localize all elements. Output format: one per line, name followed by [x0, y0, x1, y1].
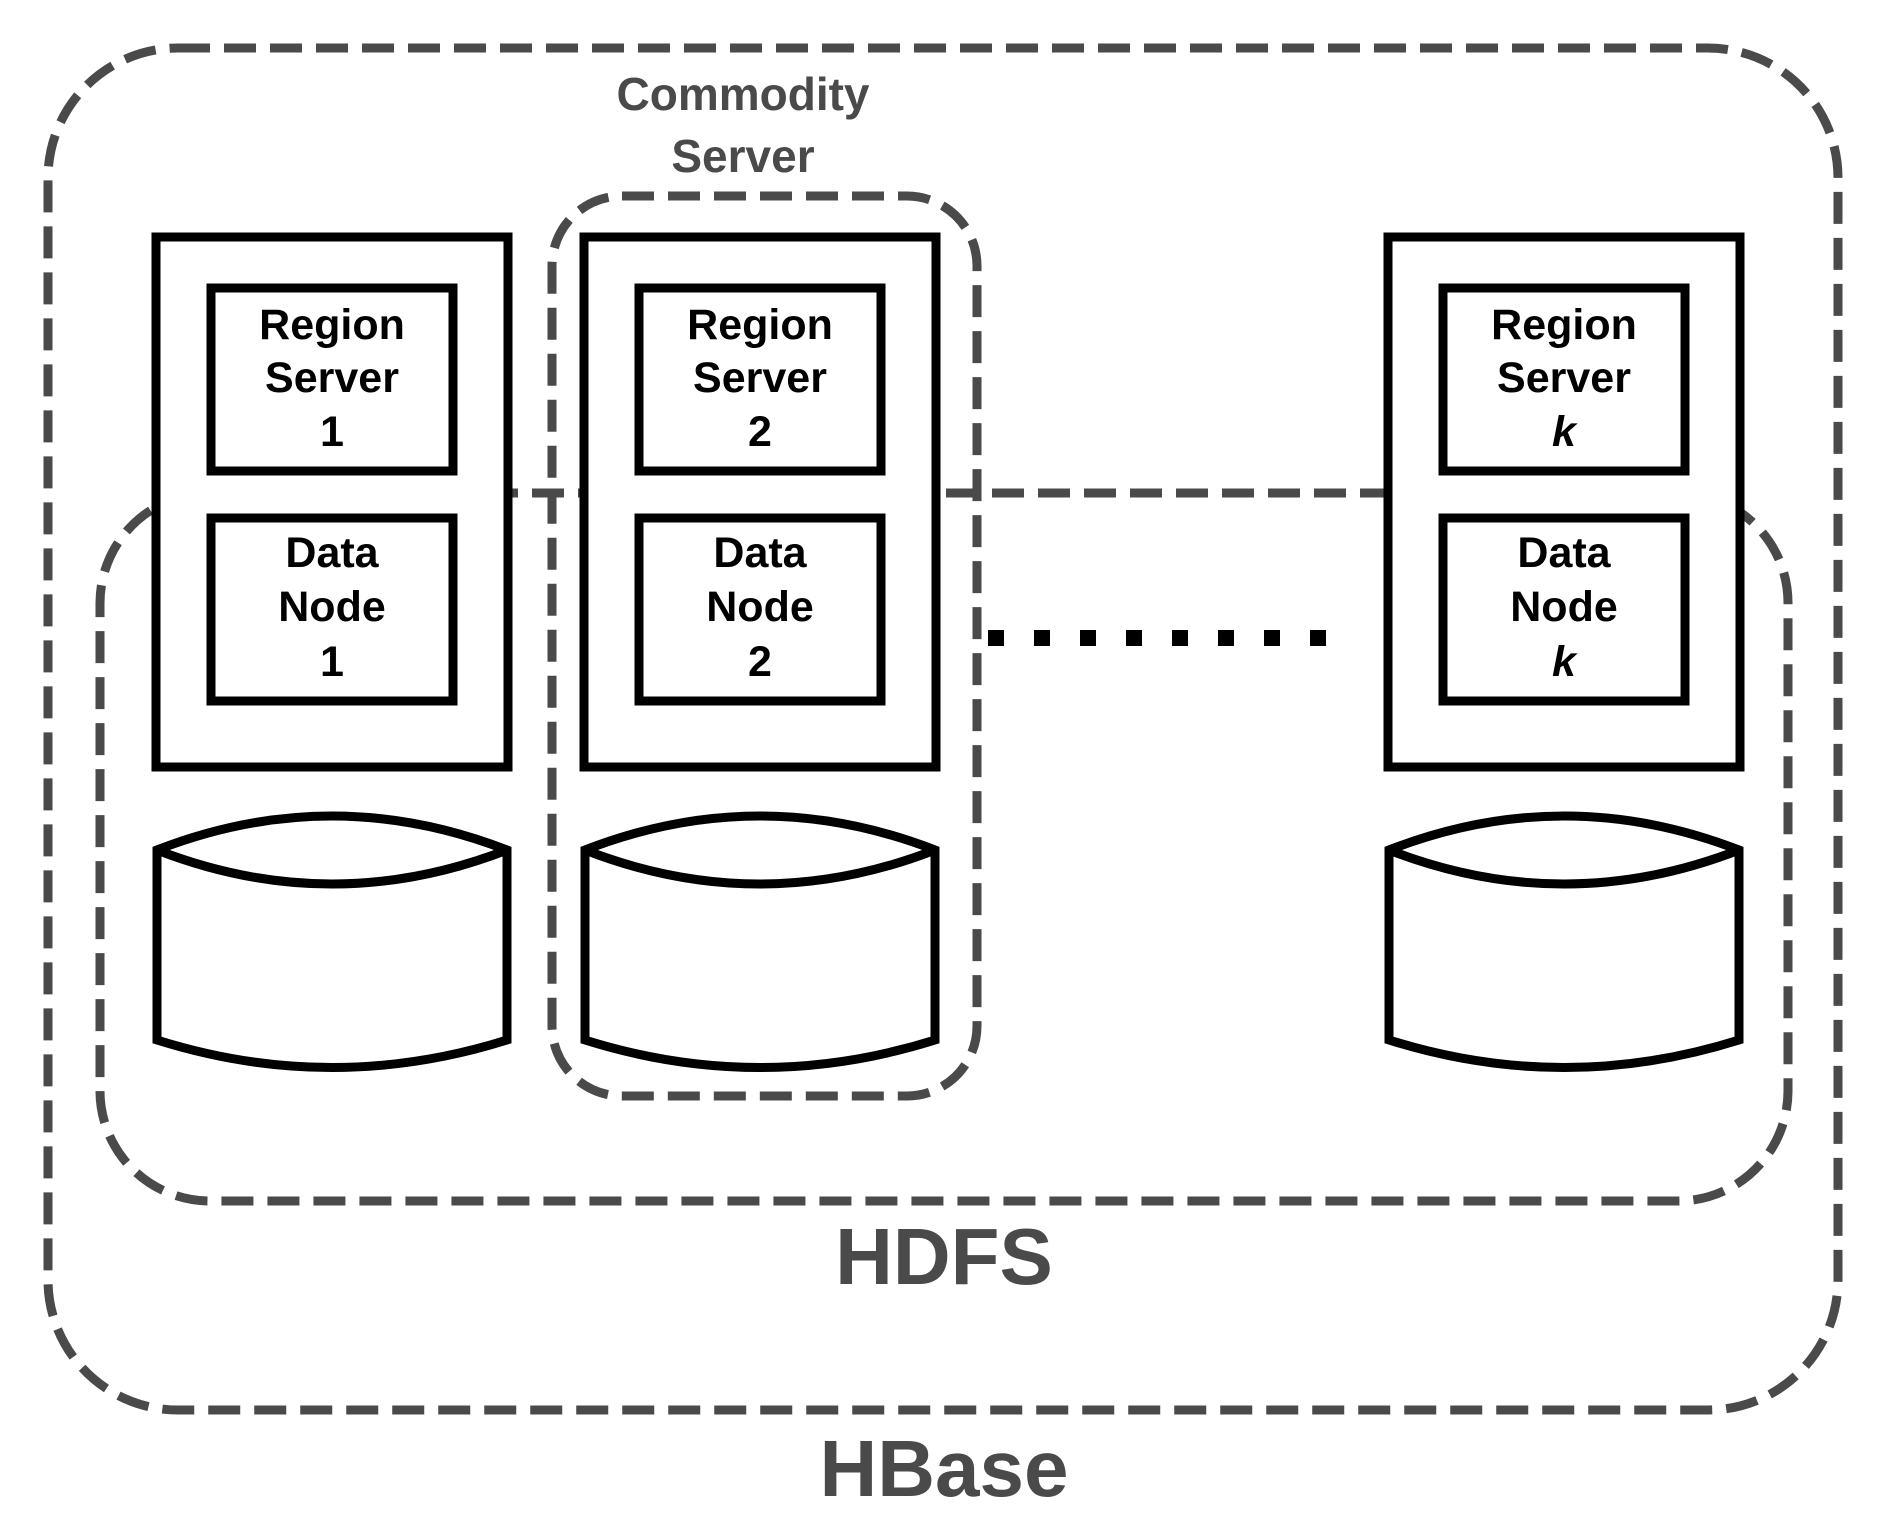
hbase-boundary: [43, 43, 1843, 1415]
data-node-2-label-line2: Node: [706, 583, 814, 631]
commodity-server-label-line2: Server: [671, 130, 814, 182]
data-node-k-box: [1438, 513, 1690, 706]
hdfs-label: HDFS: [835, 1212, 1053, 1301]
server-2: Region Server 2 Data Node 2: [579, 232, 941, 1072]
region-server-1-label-line3: 1: [320, 408, 344, 456]
server-k: Region Server k Data Node k: [1383, 232, 1745, 1072]
hbase-label: HBase: [819, 1424, 1068, 1513]
disk-2-icon: [580, 811, 940, 1072]
data-node-k-label-line2: Node: [1510, 583, 1618, 631]
region-server-2-label-line2: Server: [693, 354, 827, 402]
data-node-2-box: [634, 513, 886, 706]
data-node-1-label-line2: Node: [278, 583, 386, 631]
disk-k-icon: [1384, 811, 1744, 1072]
commodity-server-boundary: [547, 191, 982, 1101]
data-node-2-label-line3: 2: [748, 638, 772, 686]
data-node-2-label-line1: Data: [713, 529, 807, 577]
region-server-2-label-line3: 2: [748, 408, 772, 456]
region-server-k-label-line1: Region: [1491, 301, 1637, 349]
commodity-server-label-line1: Commodity: [617, 68, 870, 120]
region-server-1-label-line1: Region: [259, 301, 405, 349]
data-node-k-label-line1: Data: [1517, 529, 1611, 577]
data-node-1-box: [206, 513, 458, 706]
data-node-k-label-line3: k: [1552, 638, 1578, 686]
region-server-1-box: [206, 283, 458, 476]
data-node-1-label-line1: Data: [285, 529, 379, 577]
region-server-2-box: [634, 283, 886, 476]
region-server-k-box: [1438, 283, 1690, 476]
server-1: Region Server 1 Data Node 1: [151, 232, 513, 1072]
region-server-2-label-line1: Region: [687, 301, 833, 349]
region-server-k-label-line3: k: [1552, 408, 1578, 456]
ellipsis-dots: [988, 630, 1326, 646]
region-server-1-label-line2: Server: [265, 354, 399, 402]
region-server-k-label-line2: Server: [1497, 354, 1631, 402]
data-node-1-label-line3: 1: [320, 638, 344, 686]
disk-1-icon: [152, 811, 512, 1072]
